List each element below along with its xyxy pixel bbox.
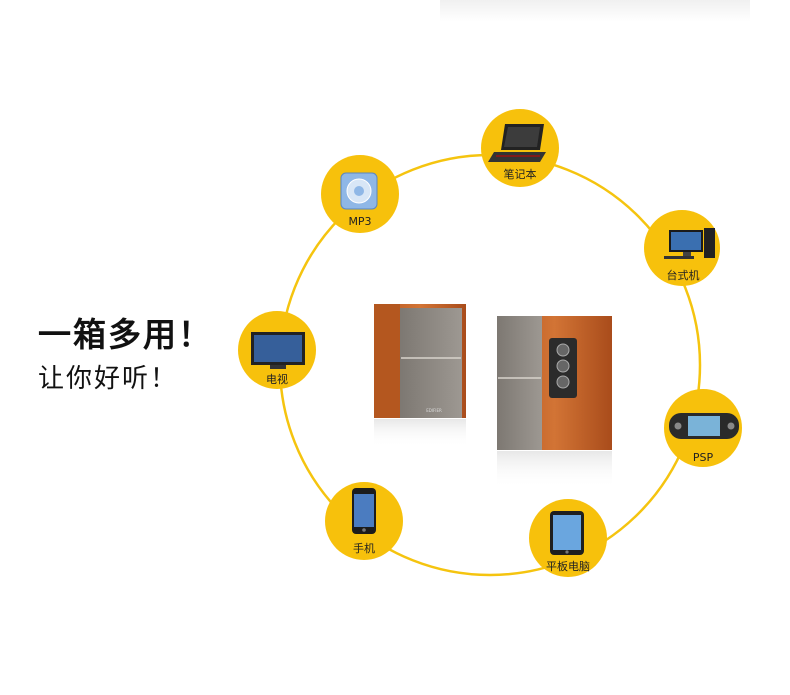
device-badge-phone: 手机: [325, 482, 403, 560]
speaker-left-brand: EDIFIER: [426, 408, 442, 413]
mp3-player-icon: [340, 172, 378, 210]
speaker-left: EDIFIER: [374, 304, 466, 447]
device-label-mp3: MP3: [348, 215, 371, 228]
device-badge-psp: PSP: [664, 389, 742, 467]
device-label-tablet: 平板电脑: [546, 559, 590, 573]
tablet-icon: [550, 511, 584, 555]
device-badge-tablet: 平板电脑: [529, 499, 607, 577]
headline: 一箱多用！: [38, 315, 213, 354]
device-label-phone: 手机: [353, 541, 375, 555]
device-label-laptop: 笔记本: [504, 167, 537, 181]
subline: 让你好听！: [38, 364, 179, 394]
device-label-desktop: 台式机: [667, 268, 700, 282]
top-shadow: [440, 0, 750, 22]
mobile-phone-icon: [352, 488, 376, 534]
desktop-computer-icon: [664, 228, 715, 259]
device-badge-laptop: 笔记本: [481, 109, 559, 187]
psp-console-icon: [669, 413, 739, 439]
tv-icon: [251, 332, 305, 369]
device-label-tv: 电视: [266, 372, 288, 386]
laptop-icon: [488, 124, 546, 162]
speaker-right: [497, 316, 612, 489]
device-badge-mp3: MP3: [321, 155, 399, 233]
device-badge-tv: 电视: [238, 311, 316, 389]
device-label-psp: PSP: [693, 451, 714, 464]
device-badge-desktop: 台式机: [644, 210, 720, 286]
